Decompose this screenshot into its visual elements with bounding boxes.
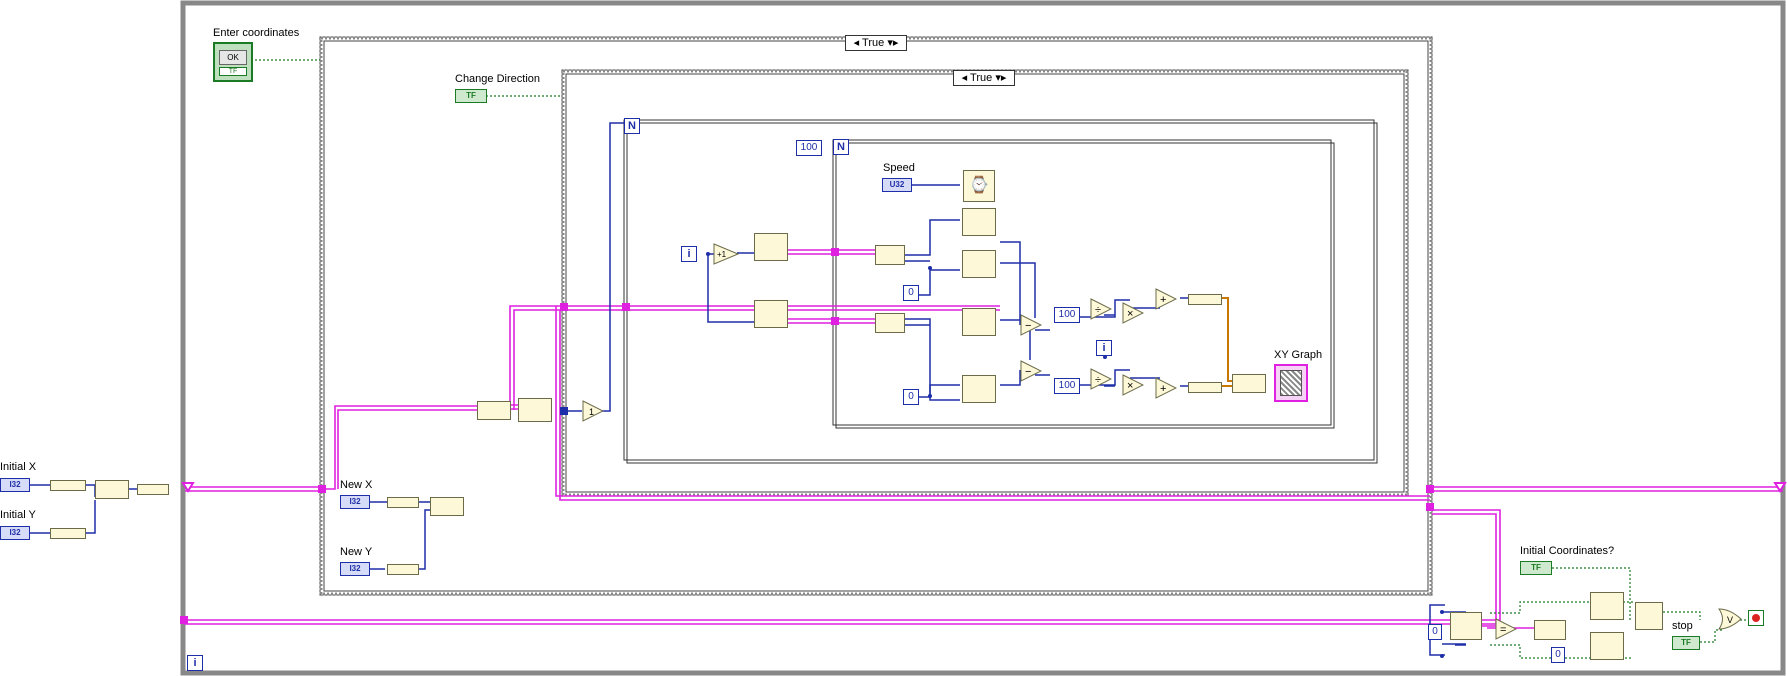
initial-y-label: Initial Y (0, 509, 36, 521)
while-loop-iteration-terminal: i (187, 655, 203, 671)
index-array-node-1[interactable] (754, 233, 788, 261)
svg-text:×: × (1127, 308, 1133, 320)
to-variant-node-bundle[interactable] (137, 484, 169, 495)
bundle-node[interactable] (95, 480, 129, 499)
stop-sign-icon (1752, 614, 1760, 622)
bundle-xy-node[interactable] (1232, 374, 1266, 393)
enter-coordinates-label: Enter coordinates (213, 27, 300, 39)
wait-timer-node[interactable]: ⌚ (963, 170, 995, 202)
initial-x-label: Initial X (0, 461, 37, 473)
initial-x-control[interactable]: I32 (0, 478, 30, 492)
svg-text:×: × (1127, 380, 1133, 392)
stop-control[interactable]: TF (1672, 636, 1700, 650)
index-array-bottom-1[interactable] (1590, 592, 1624, 620)
svg-text:−: − (1025, 366, 1031, 378)
divide-node-2[interactable]: ÷ (1090, 368, 1112, 390)
to-variant-node-y[interactable] (50, 528, 86, 539)
add-node-1[interactable]: + (1155, 288, 1177, 310)
selector-left-arrow-icon[interactable]: ◂ (853, 37, 860, 49)
stop-label: stop (1672, 620, 1693, 632)
change-direction-control[interactable]: TF (455, 89, 487, 103)
stop-condition-terminal[interactable] (1748, 610, 1764, 626)
clock-icon: ⌚ (969, 177, 989, 194)
subtract-one-node[interactable]: 1 (582, 400, 604, 422)
index-array-node-2[interactable] (754, 300, 788, 328)
case-selector-inner[interactable]: ◂ True ▾▸ (953, 70, 1015, 86)
new-x-label: New X (340, 479, 373, 491)
inner-iteration-terminal: i (1096, 340, 1112, 356)
divisor-constant-b[interactable]: 100 (1054, 378, 1080, 394)
bundle-new-node[interactable] (430, 497, 464, 516)
case-selector-outer-value: True (862, 37, 885, 49)
svg-text:+: + (1160, 294, 1166, 306)
multiply-node-2[interactable]: × (1122, 374, 1144, 396)
svg-text:V: V (1727, 615, 1733, 625)
divisor-constant-a[interactable]: 100 (1054, 307, 1080, 323)
selector-dropdown-icon[interactable]: ▾▸ (887, 37, 899, 49)
iteration-terminal: i (681, 246, 697, 262)
case-selector-inner-value: True (970, 72, 993, 84)
inner-for-loop-count-terminal[interactable]: N (833, 139, 849, 155)
equal-node[interactable]: = (1495, 618, 1517, 640)
speed-label: Speed (883, 162, 915, 174)
graph-icon (1280, 370, 1302, 396)
array-size-node[interactable] (1450, 612, 1482, 640)
unbundle-node-1[interactable] (875, 245, 905, 265)
unbundle-bottom-node[interactable] (1534, 620, 1566, 640)
selector-dropdown-icon[interactable]: ▾▸ (995, 72, 1007, 84)
svg-text:÷: ÷ (1095, 374, 1101, 386)
new-x-control[interactable]: I32 (340, 495, 370, 509)
to-variant-node-out-x[interactable] (1188, 294, 1222, 305)
outer-for-loop-count-terminal[interactable]: N (624, 118, 640, 134)
replace-array-node[interactable] (518, 398, 552, 422)
to-variant-node-new-x[interactable] (387, 497, 419, 508)
divide-node-1[interactable]: ÷ (1090, 298, 1112, 320)
index-array-node-6[interactable] (962, 375, 996, 403)
to-variant-node-x[interactable] (50, 480, 86, 491)
svg-text:÷: ÷ (1095, 304, 1101, 316)
decrement-symbol: 1 (589, 407, 594, 417)
index-zero-constant[interactable]: 0 (1551, 647, 1565, 663)
to-variant-node-out-y[interactable] (1188, 382, 1222, 393)
subtract-node-2[interactable]: − (1020, 360, 1042, 382)
loop-count-constant[interactable]: 100 (796, 140, 822, 156)
to-variant-node-new-y[interactable] (387, 564, 419, 575)
and-node[interactable] (1635, 602, 1663, 630)
enter-coordinates-button[interactable]: OK TF (213, 42, 253, 82)
multiply-node-1[interactable]: × (1122, 302, 1144, 324)
new-y-control[interactable]: I32 (340, 562, 370, 576)
compare-zero-constant[interactable]: 0 (1428, 624, 1442, 640)
unbundle-node-2[interactable] (875, 313, 905, 333)
initial-y-control[interactable]: I32 (0, 526, 30, 540)
ok-button-face: OK (219, 50, 247, 65)
case-selector-outer[interactable]: ◂ True ▾▸ (845, 35, 907, 51)
xy-graph-indicator (1274, 364, 1308, 402)
svg-text:+: + (1160, 383, 1166, 395)
build-array-node[interactable] (477, 401, 511, 420)
index-array-bottom-2[interactable] (1590, 632, 1624, 660)
index-array-node-4[interactable] (962, 250, 996, 278)
new-y-label: New Y (340, 546, 373, 558)
initial-coordinates-control[interactable]: TF (1520, 561, 1552, 575)
zero-constant-a[interactable]: 0 (903, 285, 919, 301)
tf-type-tag: TF (219, 67, 247, 76)
selector-left-arrow-icon[interactable]: ◂ (961, 72, 968, 84)
increment-symbol: +1 (717, 250, 727, 259)
subtract-node-1[interactable]: − (1020, 314, 1042, 336)
add-node-2[interactable]: + (1155, 377, 1177, 399)
index-array-node-5[interactable] (962, 308, 996, 336)
increment-node[interactable]: +1 (713, 243, 739, 265)
change-direction-label: Change Direction (455, 73, 540, 85)
or-node[interactable]: V (1718, 608, 1742, 630)
xy-graph-label: XY Graph (1274, 349, 1323, 361)
speed-control[interactable]: U32 (882, 178, 912, 192)
index-array-node-3[interactable] (962, 208, 996, 236)
svg-text:=: = (1500, 624, 1506, 636)
svg-text:−: − (1025, 320, 1031, 332)
zero-constant-b[interactable]: 0 (903, 389, 919, 405)
initial-coordinates-label: Initial Coordinates? (1520, 545, 1615, 557)
